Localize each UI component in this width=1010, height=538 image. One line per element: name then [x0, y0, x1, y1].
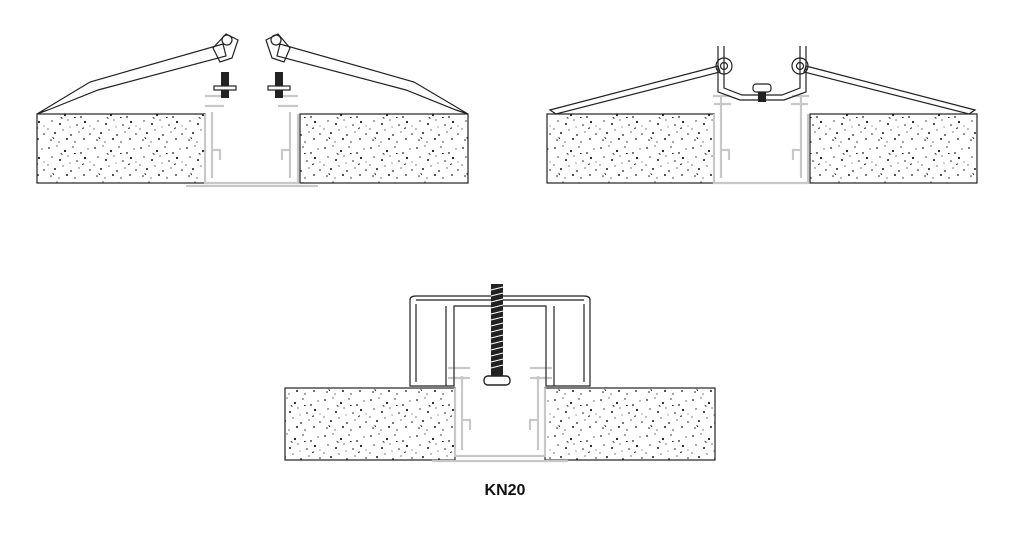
aluminium-profile	[186, 94, 318, 188]
concrete-slab-left	[284, 387, 456, 461]
concrete-slab-left	[36, 113, 206, 184]
threaded-rod	[483, 284, 511, 386]
spring-cover-plates	[548, 46, 977, 115]
concrete-slab-right	[809, 113, 978, 184]
concrete-slab-right	[544, 387, 716, 461]
hinged-cover-plates	[36, 33, 469, 115]
aluminium-profile	[712, 94, 810, 185]
detail-top-left	[36, 33, 469, 188]
figure-caption: KN20	[484, 482, 526, 499]
detail-kn20	[284, 284, 716, 463]
detail-top-right	[546, 46, 978, 185]
concrete-slab-left	[546, 113, 715, 184]
fixing-screws	[213, 72, 291, 98]
aluminium-profile	[432, 366, 568, 463]
concrete-slab-right	[299, 113, 469, 184]
fixing-screw	[752, 83, 772, 102]
